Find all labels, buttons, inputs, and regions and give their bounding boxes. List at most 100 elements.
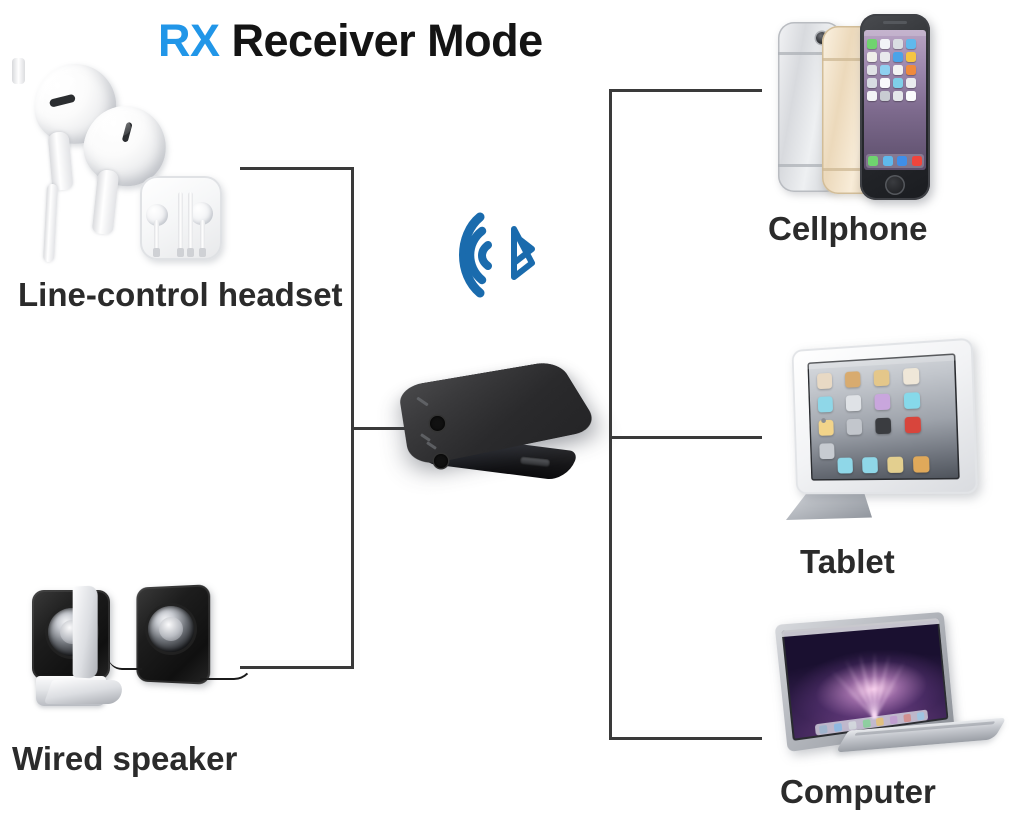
- phone-antenna-band: [778, 52, 842, 55]
- package-cord-tip: [177, 248, 184, 257]
- wireless-signal-icon: [459, 212, 492, 298]
- package-earbud-left: [146, 204, 168, 226]
- laptop-dock-icon: [876, 716, 885, 726]
- speaker-right: [134, 584, 211, 710]
- left-bracket-bottom-branch: [240, 666, 354, 669]
- bluetooth-icon: [511, 226, 535, 280]
- tablet-app-icon: [846, 418, 863, 436]
- smartphone-icon: [778, 4, 930, 204]
- desktop-speakers-icon: [14, 582, 254, 734]
- phone-screen: [864, 30, 926, 170]
- phone-app-icon: [867, 78, 877, 88]
- package-cord: [178, 192, 183, 250]
- phone-antenna-band: [822, 168, 888, 171]
- phone-app-grid: [867, 39, 923, 101]
- receiver-audio-jack: [430, 416, 445, 431]
- tablet-icon: [766, 337, 992, 525]
- tablet-app-icon: [816, 372, 833, 390]
- phone-home-button-icon: [885, 175, 905, 195]
- laptop-dock-icon: [833, 722, 842, 732]
- phone-dock-icon: [868, 156, 879, 166]
- left-bracket-receiver-stub: [353, 427, 408, 430]
- tablet-dock-icon: [912, 456, 930, 473]
- tablet-app-grid: [816, 366, 949, 460]
- computer-label: Computer: [780, 773, 936, 810]
- speaker-cable: [108, 652, 142, 670]
- phone-app-icon: [906, 91, 916, 101]
- phone-app-icon: [906, 78, 916, 88]
- package-cord-tip: [199, 248, 206, 257]
- laptop-icon: [762, 611, 1007, 768]
- phone-dock-icon: [911, 156, 922, 166]
- tablet-dock: [833, 453, 935, 477]
- title-rest: Receiver Mode: [219, 15, 544, 66]
- tablet-app-icon: [875, 417, 892, 435]
- laptop-menu-bar: [781, 618, 940, 638]
- tablet-screen: [807, 353, 960, 481]
- cellphone-label: Cellphone: [768, 210, 928, 247]
- tablet-dock-icon: [887, 456, 904, 473]
- phone-app-icon: [906, 39, 916, 49]
- phone-black-front: [860, 14, 930, 200]
- laptop-dock-icon: [862, 718, 871, 728]
- phone-app-icon: [893, 78, 903, 88]
- tablet-app-icon: [903, 392, 921, 410]
- package-cord: [154, 220, 159, 250]
- phone-earpiece-icon: [883, 21, 907, 24]
- earphone-cable-left: [42, 183, 59, 263]
- speaker-right-stand: [43, 680, 127, 704]
- speaker-dust-cap: [159, 617, 183, 641]
- package-earbud-right: [190, 202, 213, 225]
- page-title: RX Receiver Mode: [158, 18, 543, 63]
- phone-app-icon: [880, 91, 890, 101]
- phone-app-icon: [867, 52, 877, 62]
- tablet-app-icon: [902, 367, 920, 385]
- speaker-cable: [200, 656, 254, 680]
- bluetooth-receiver-device: [397, 350, 601, 502]
- tablet-app-icon: [904, 416, 922, 434]
- laptop-dock-icon: [847, 720, 857, 730]
- tablet-app-icon: [844, 371, 861, 388]
- phone-dock: [866, 154, 924, 168]
- laptop-dock-icon: [903, 713, 912, 722]
- phone-app-icon: [906, 65, 916, 75]
- tablet-app-icon: [873, 369, 890, 387]
- right-bracket-cellphone-branch: [609, 89, 762, 92]
- phone-app-icon: [867, 39, 877, 49]
- tablet-dock-icon: [862, 457, 878, 474]
- package-cord-tip: [153, 248, 160, 257]
- phone-dock-icon: [882, 156, 893, 166]
- speaker-right-side-panel: [72, 585, 98, 679]
- laptop-screen: [781, 618, 949, 741]
- tablet-frame: [791, 337, 979, 495]
- phone-app-icon: [880, 65, 890, 75]
- headset-label: Line-control headset: [18, 276, 343, 313]
- phone-app-icon: [880, 39, 890, 49]
- phone-antenna-band: [778, 164, 842, 167]
- right-bracket-computer-branch: [609, 737, 762, 740]
- phone-app-icon: [880, 78, 890, 88]
- earphone-plug: [12, 58, 25, 84]
- package-cord: [188, 192, 193, 250]
- wallpaper-light-beam: [873, 659, 907, 718]
- phone-app-icon: [893, 52, 903, 62]
- phone-app-icon: [893, 39, 903, 49]
- laptop-dock-icon: [889, 714, 899, 724]
- phone-antenna-band: [822, 58, 888, 61]
- package-cord: [200, 220, 205, 250]
- left-bracket-vertical-line: [351, 167, 354, 669]
- earphones-icon: [12, 58, 227, 263]
- phone-app-icon: [867, 65, 877, 75]
- left-bracket-top-branch: [240, 167, 354, 170]
- phone-app-icon: [906, 52, 916, 62]
- phone-status-bar: [864, 30, 926, 36]
- phone-app-icon: [893, 91, 903, 101]
- phone-app-icon: [893, 65, 903, 75]
- tablet-app-icon: [817, 396, 834, 413]
- right-bracket-tablet-branch: [609, 436, 762, 439]
- title-highlight: RX: [158, 15, 220, 66]
- laptop-dock-icon: [916, 711, 925, 721]
- phone-dock-icon: [897, 156, 908, 166]
- tablet-app-icon: [874, 393, 891, 411]
